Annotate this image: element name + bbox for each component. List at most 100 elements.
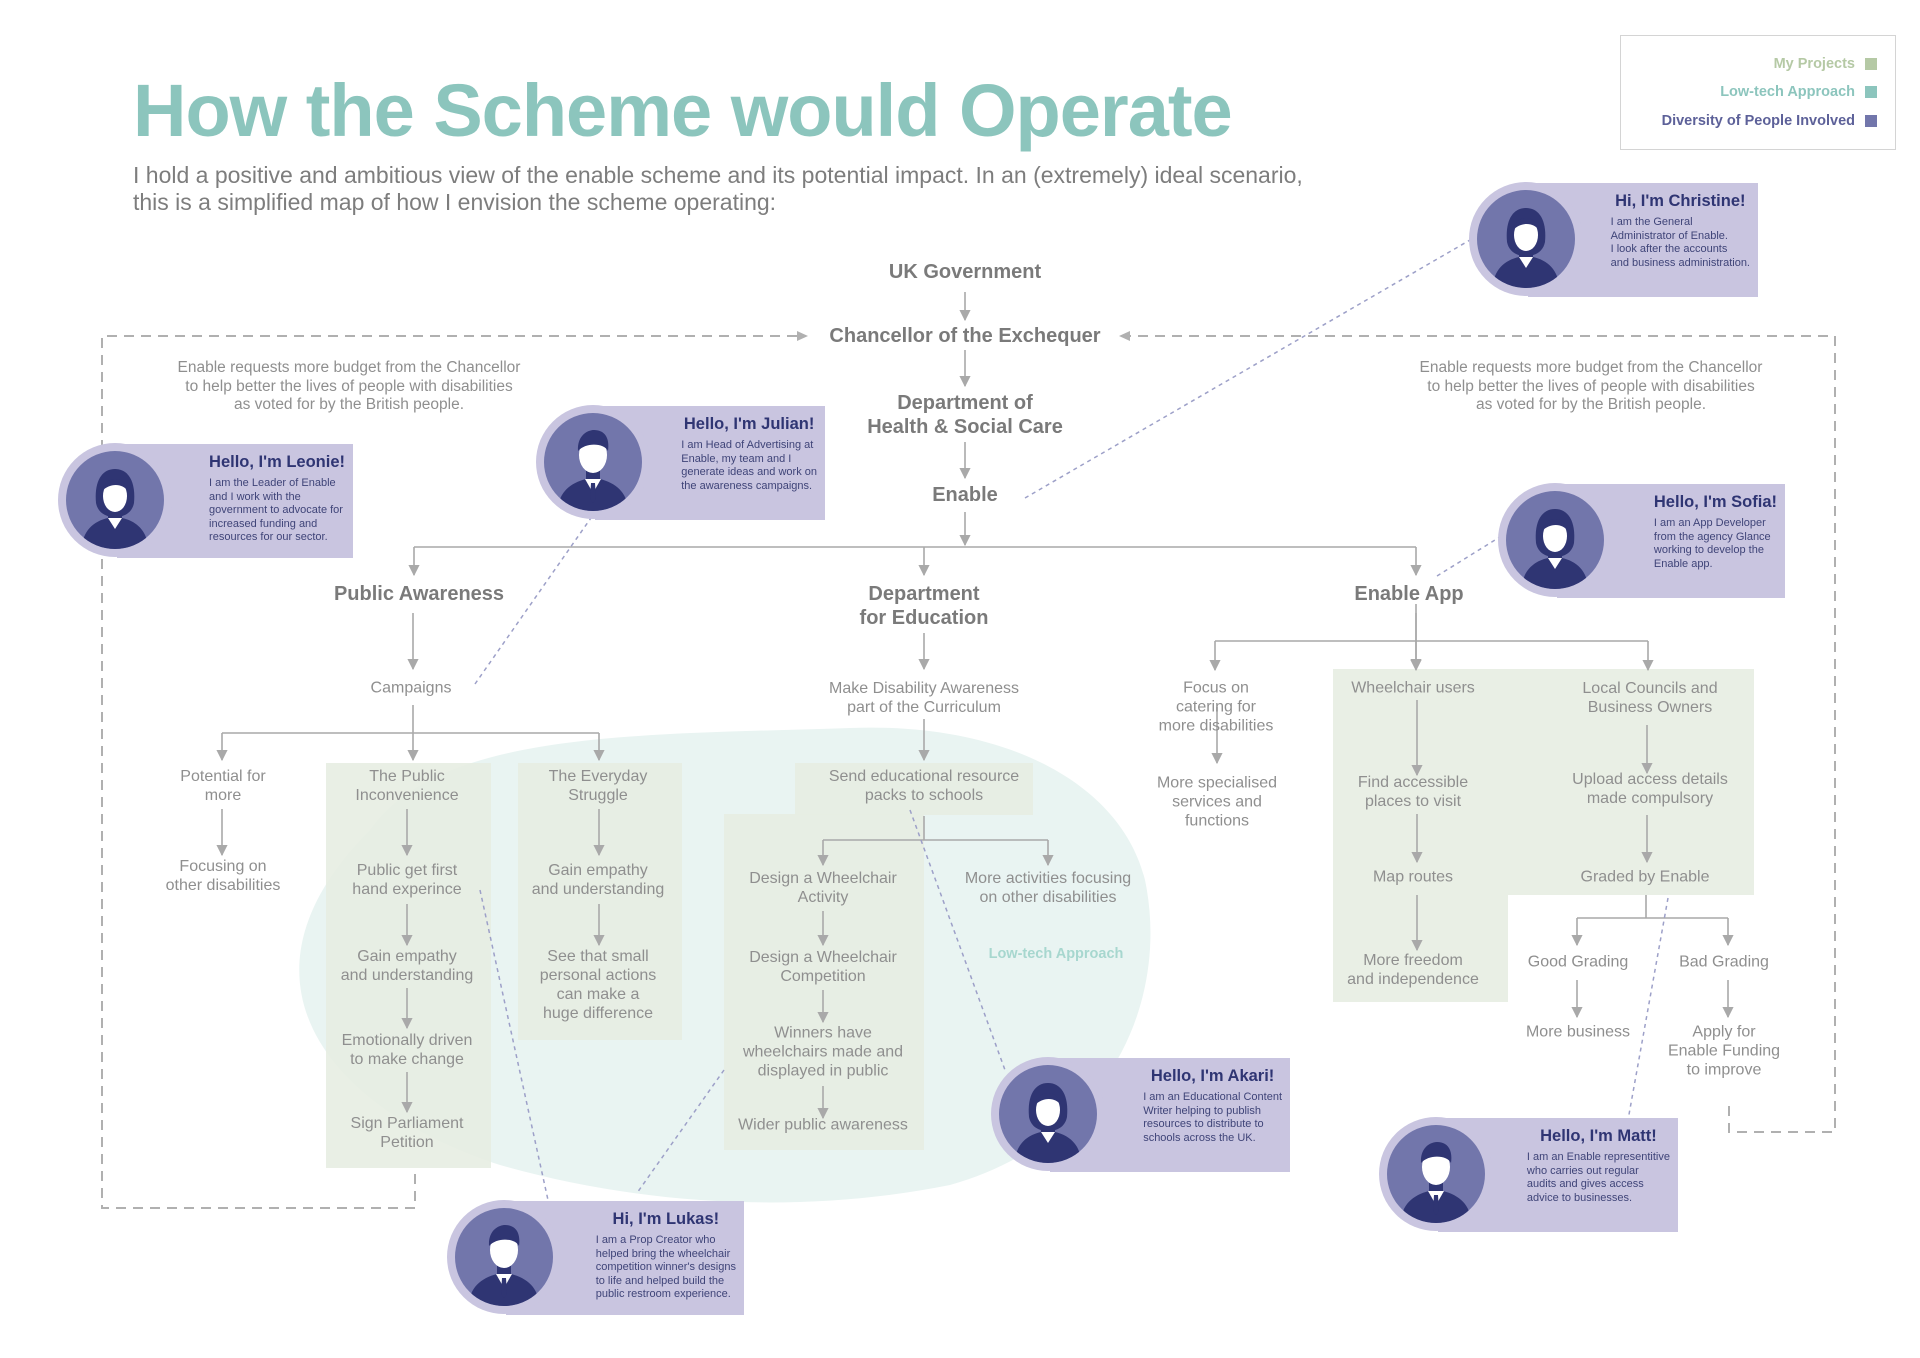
person-links <box>474 239 1669 1201</box>
node-public-awareness: Public Awareness <box>333 583 505 605</box>
avatar <box>1498 483 1612 597</box>
node-map-routes: Map routes <box>1372 868 1454 886</box>
person-card-text: Hello, I'm Matt! I am an Enable represen… <box>1527 1127 1670 1205</box>
note-budget-left: Enable requests more budget from the Cha… <box>177 359 521 413</box>
person-card-leonie: Hello, I'm Leonie! I am the Leader of En… <box>58 443 353 558</box>
person-card-julian: Hello, I'm Julian! I am Head of Advertis… <box>536 405 825 520</box>
female-person-icon <box>1522 509 1588 589</box>
node-graded: Graded by Enable <box>1580 868 1710 886</box>
legend-label: Diversity of People Involved <box>1661 113 1855 129</box>
male-person-icon <box>1401 1142 1471 1223</box>
budget-loop-arrows <box>797 331 1130 341</box>
node-wider-awareness: Wider public awareness <box>738 1116 908 1134</box>
avatar <box>58 443 172 557</box>
node-campaigns: Campaigns <box>370 679 452 697</box>
page-title: How the Scheme would Operate <box>133 69 1233 152</box>
person-greeting: Hello, I'm Matt! <box>1540 1127 1657 1145</box>
avatar <box>536 405 650 519</box>
legend-item-my-projects: My Projects <box>1774 56 1877 72</box>
person-card-text: Hello, I'm Akari! I am an Educational Co… <box>1143 1067 1282 1145</box>
person-greeting: Hello, I'm Sofia! <box>1653 493 1777 511</box>
square-icon <box>1865 115 1877 127</box>
male-person-icon <box>469 1225 539 1306</box>
avatar <box>1469 182 1583 296</box>
square-icon <box>1865 86 1877 98</box>
node-enable: Enable <box>932 484 998 506</box>
person-greeting: Hi, I'm Christine! <box>1615 192 1746 210</box>
square-icon <box>1865 58 1877 70</box>
legend-item-low-tech: Low-tech Approach <box>1720 84 1877 100</box>
node-good-grading: Good Grading <box>1527 953 1629 971</box>
project-box-public-inconvenience <box>326 763 491 1168</box>
node-bad-grading: Bad Grading <box>1679 953 1769 971</box>
project-box-everyday-struggle <box>518 763 682 1040</box>
avatar <box>1379 1117 1493 1231</box>
legend-label: My Projects <box>1773 56 1855 72</box>
node-chancellor: Chancellor of the Exchequer <box>829 325 1101 347</box>
project-box-wheelchair-activities <box>724 814 924 1150</box>
node-more-business: More business <box>1525 1023 1631 1041</box>
female-person-icon <box>82 469 148 549</box>
note-budget-right: Enable requests more budget from the Cha… <box>1419 359 1763 413</box>
node-uk-government: UK Government <box>888 261 1042 283</box>
person-greeting: Hello, I'm Leonie! <box>209 453 345 471</box>
project-boxes <box>326 669 1754 1168</box>
female-person-icon <box>1015 1083 1081 1163</box>
tree-connectors <box>216 292 1734 1120</box>
avatar <box>991 1057 1105 1171</box>
person-greeting: Hello, I'm Julian! <box>683 415 815 433</box>
person-greeting: Hi, I'm Lukas! <box>612 1210 720 1228</box>
intro-line-2: this is a simplified map of how I envisi… <box>133 189 777 215</box>
legend-item-diversity: Diversity of People Involved <box>1662 113 1877 129</box>
person-card-matt: Hello, I'm Matt! I am an Enable represen… <box>1379 1117 1678 1232</box>
avatar <box>447 1200 561 1314</box>
lowtech-approach-label: Low-tech Approach <box>988 946 1124 962</box>
project-box-enable-app <box>1333 669 1754 1002</box>
person-greeting: Hello, I'm Akari! <box>1150 1067 1275 1085</box>
project-box-send-packs <box>795 763 1033 815</box>
legend: My Projects Low-tech Approach Diversity … <box>1620 35 1896 150</box>
budget-loop <box>101 335 1836 1209</box>
female-person-icon <box>1493 208 1559 288</box>
node-enable-app: Enable App <box>1354 583 1464 605</box>
legend-label: Low-tech Approach <box>1720 84 1855 100</box>
